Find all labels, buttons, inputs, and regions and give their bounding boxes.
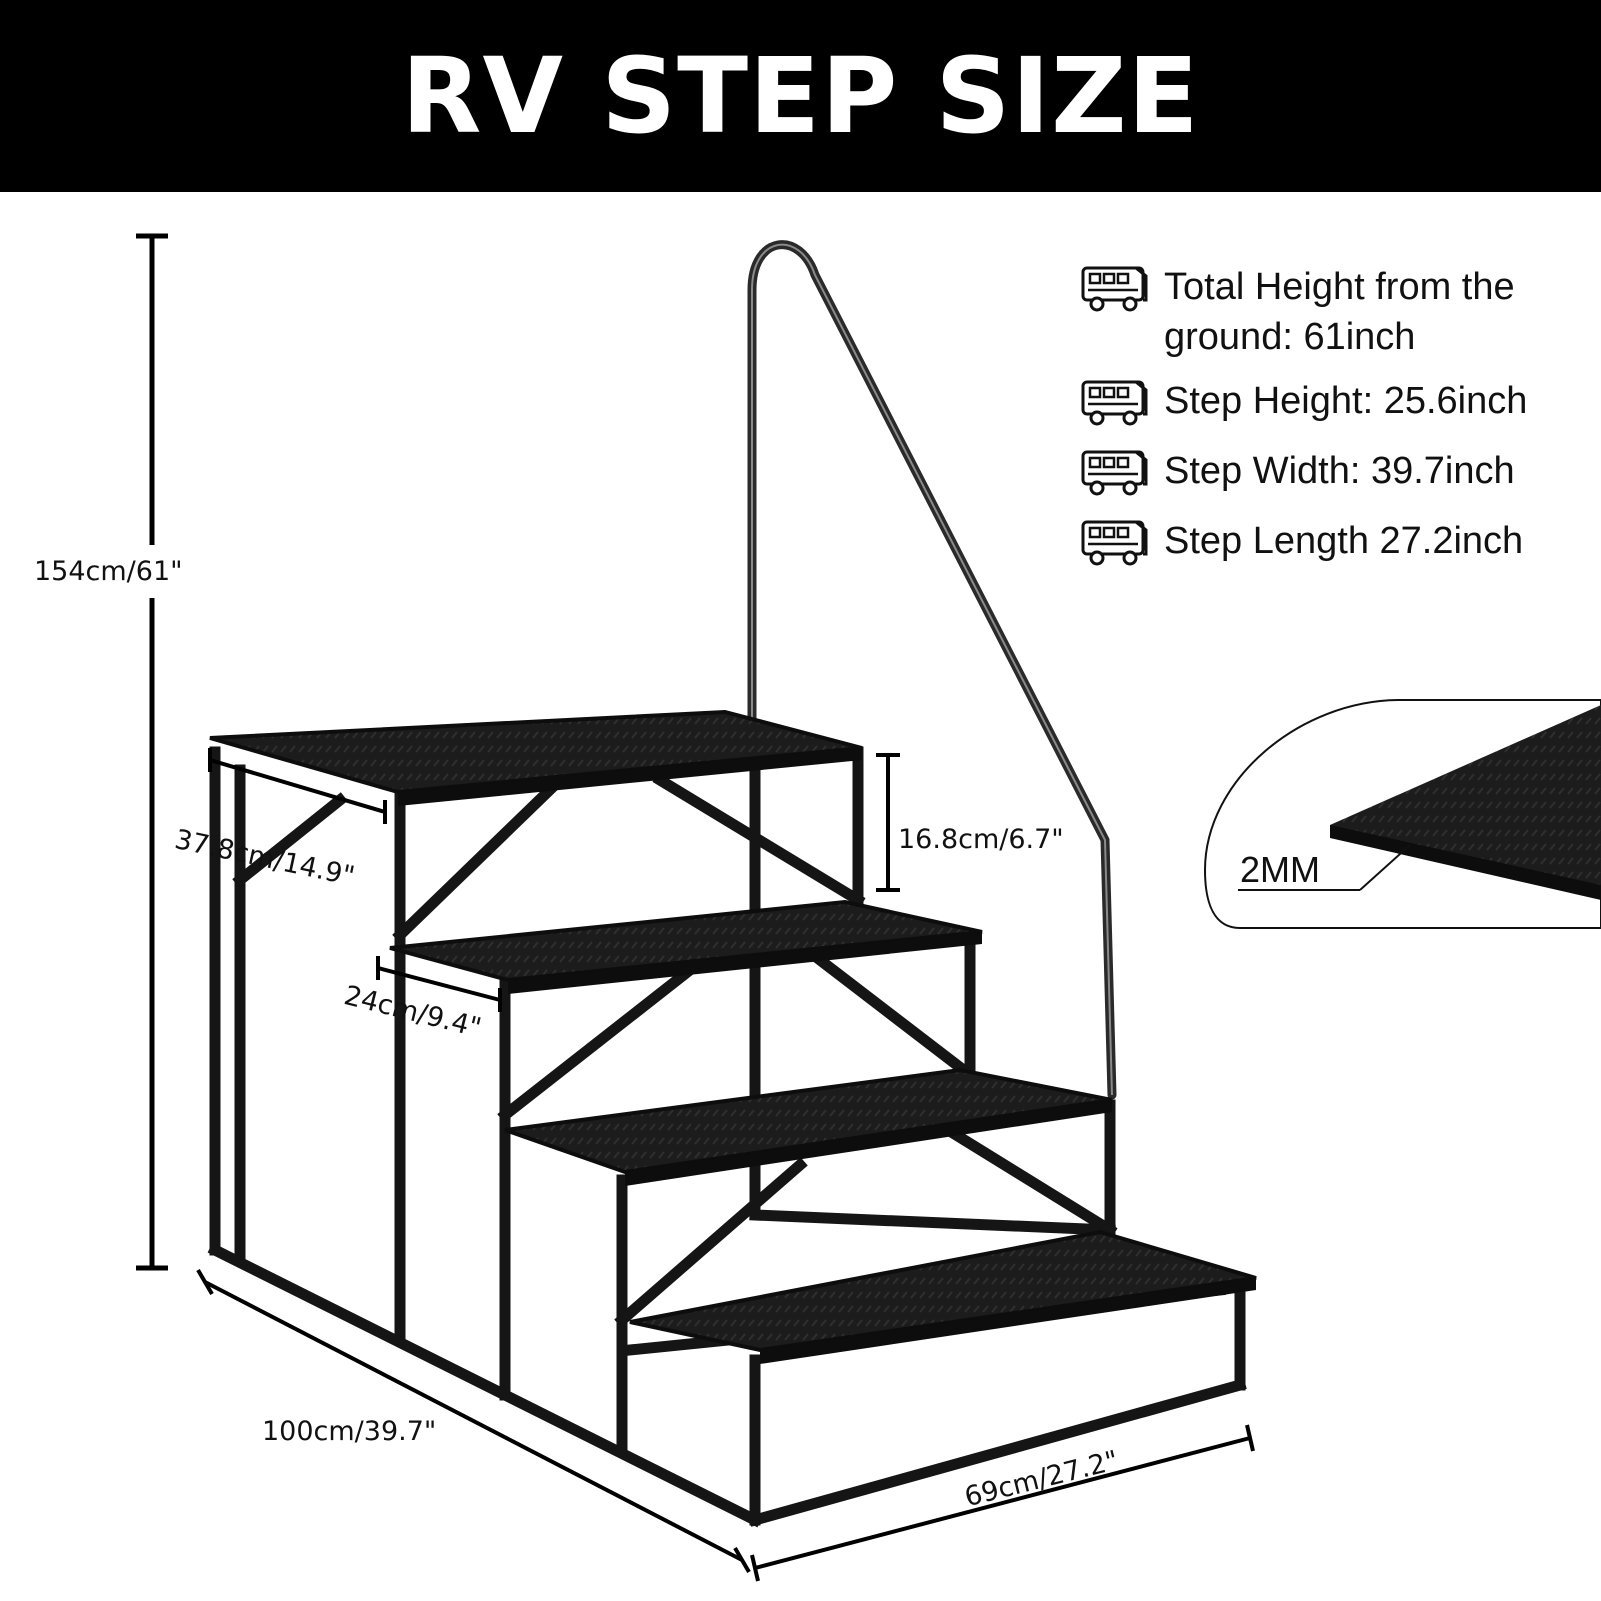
spec-item: Step Width: 39.7inch <box>1080 446 1515 498</box>
spec-text: Step Width: 39.7inch <box>1164 450 1515 492</box>
width-label: 100cm/39.7" <box>262 1416 437 1447</box>
spec-item: Step Length 27.2inch <box>1080 516 1523 568</box>
total-height-label: 154cm/61" <box>34 556 183 587</box>
spec-item: Step Height: 25.6inch <box>1080 376 1527 428</box>
handrail <box>747 240 1117 1100</box>
spec-item: Total Height from the ground: 61inch <box>1080 262 1584 362</box>
thickness-detail-callout <box>1203 699 1601 929</box>
spec-text: Total Height from the ground: 61inch <box>1164 266 1515 358</box>
title-banner: RV STEP SIZE <box>0 0 1601 192</box>
banner-title: RV STEP SIZE <box>401 35 1200 157</box>
rv-icon <box>1081 380 1148 426</box>
height-dimension <box>136 233 168 1271</box>
treads <box>209 709 1257 1364</box>
spec-text: Step Height: 25.6inch <box>1164 380 1528 422</box>
rv-icon <box>1081 520 1148 566</box>
riser-label: 16.8cm/6.7" <box>898 824 1064 855</box>
spec-text: Step Length 27.2inch <box>1164 520 1524 562</box>
rv-icon <box>1081 450 1148 496</box>
dimension-lines <box>196 748 1255 1582</box>
thickness-label: 2MM <box>1240 849 1320 890</box>
rv-icon <box>1081 266 1148 312</box>
